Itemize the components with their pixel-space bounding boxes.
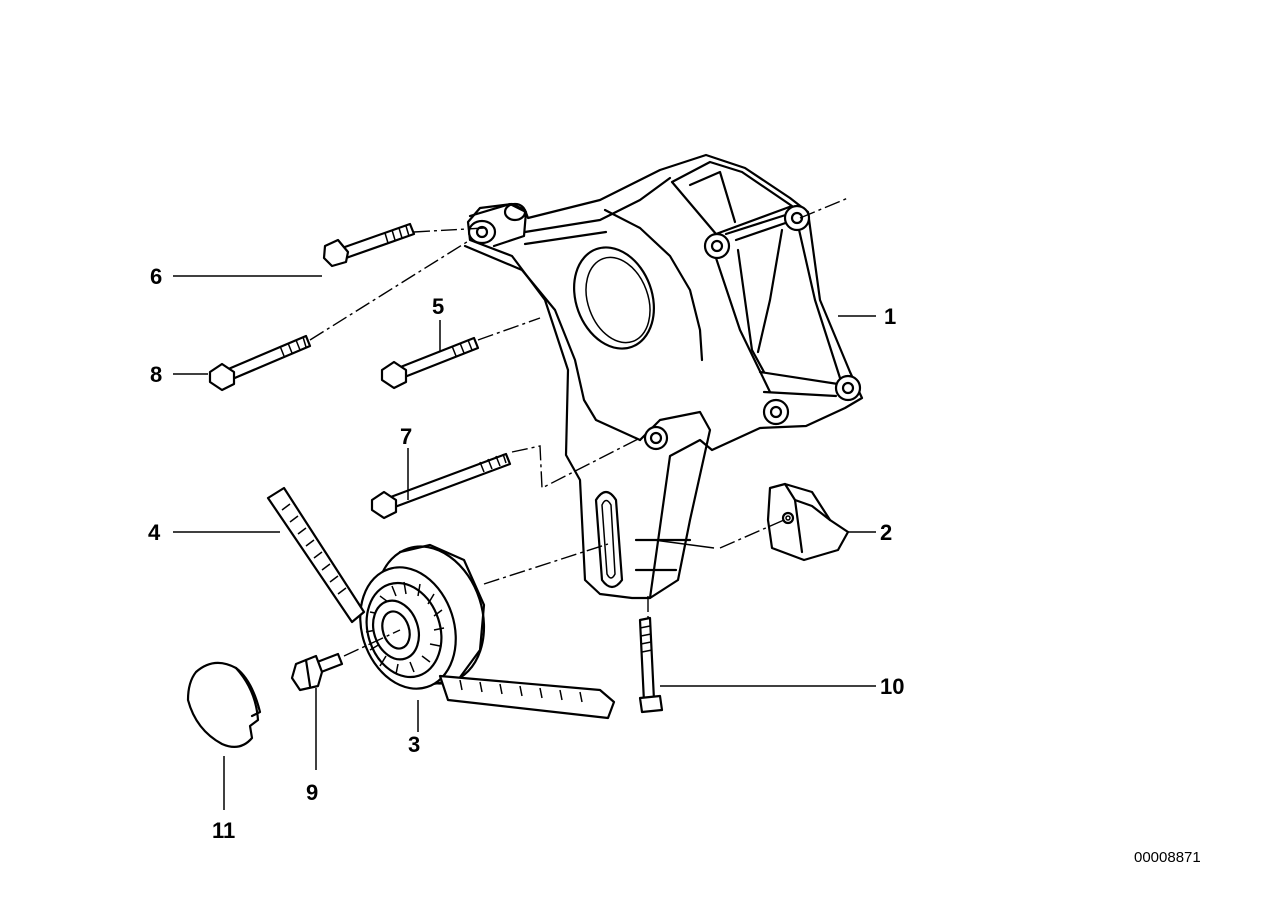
callout-5: 5 <box>432 294 444 319</box>
part-11-cap <box>186 661 262 749</box>
part-4-belt <box>266 486 616 720</box>
callouts: 1 2 3 4 5 6 7 8 9 10 11 <box>148 264 904 843</box>
part-8-bolt <box>208 334 312 392</box>
leader-lines <box>173 275 876 810</box>
part-5-bolt <box>380 336 480 390</box>
callout-10: 10 <box>880 674 904 699</box>
callout-6: 6 <box>150 264 162 289</box>
part-6-bolt <box>322 222 416 268</box>
part-1-bracket <box>463 153 864 600</box>
callout-3: 3 <box>408 732 420 757</box>
part-9-bolt <box>290 652 344 692</box>
callout-8: 8 <box>150 362 162 387</box>
part-10-bolt <box>638 616 664 714</box>
callout-11: 11 <box>212 818 235 843</box>
reference-number: 00008871 <box>1134 849 1201 866</box>
callout-9: 9 <box>306 780 318 805</box>
callout-2: 2 <box>880 520 892 545</box>
callout-7: 7 <box>400 424 412 449</box>
part-3-tension-pulley <box>359 543 486 690</box>
callout-1: 1 <box>884 304 896 329</box>
callout-4: 4 <box>148 520 161 545</box>
center-lines <box>309 197 849 657</box>
part-2-small-bracket <box>766 482 850 562</box>
part-7-bolt <box>370 452 512 520</box>
